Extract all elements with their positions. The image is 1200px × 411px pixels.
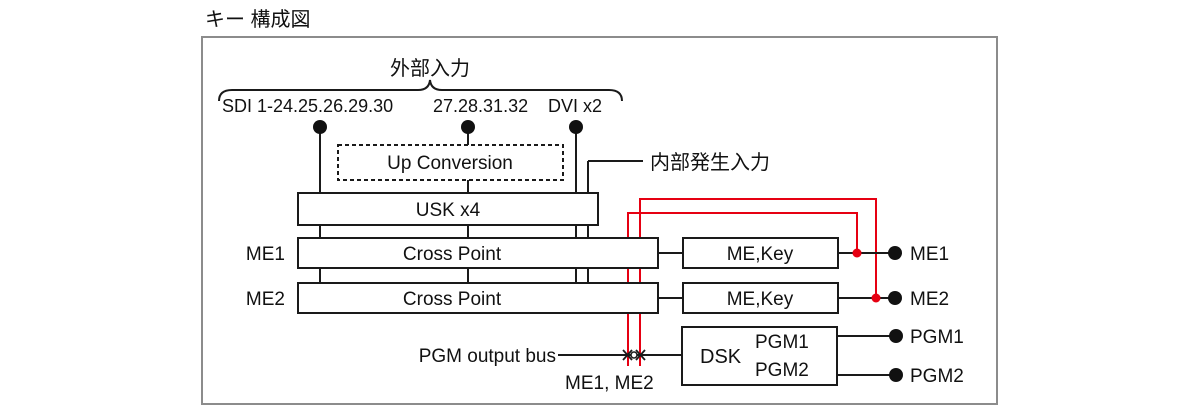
crosspoint-node xyxy=(630,351,638,359)
me1-row-label: ME1 xyxy=(246,244,285,265)
page-title: キー 構成図 xyxy=(205,8,311,31)
up-conversion-box xyxy=(337,144,564,181)
crosspoint-me2-box xyxy=(297,282,659,314)
crosspoint-x-mark xyxy=(622,349,633,361)
usk-box xyxy=(297,192,599,226)
mid-input-terminal xyxy=(461,120,475,134)
external-input-group: 外部入力 SDI 1-24.25.26.29.30 27.28.31.32 DV… xyxy=(218,57,623,134)
sdi-input-terminal xyxy=(313,120,327,134)
sdi-input-label: SDI 1-24.25.26.29.30 xyxy=(222,96,393,116)
pgm-bus-group: PGM output bus ME1, ME2 xyxy=(419,346,682,394)
reentry-sources-label: ME1, ME2 xyxy=(565,373,654,394)
usk-label: USK x4 xyxy=(416,200,481,221)
pgm2-output-terminal xyxy=(889,368,903,382)
pgm-output-bus-label: PGM output bus xyxy=(419,346,556,367)
external-input-label: 外部入力 xyxy=(390,57,470,80)
me2-reentry-tap xyxy=(871,293,881,303)
me1-output-terminal xyxy=(888,246,902,260)
me-key-1-label: ME,Key xyxy=(727,244,794,265)
internal-input-group: 内部発生入力 xyxy=(588,151,770,174)
dsk-pgm1-label: PGM1 xyxy=(755,332,809,353)
crosspoint-x-mark xyxy=(635,349,646,361)
me-key-1-box xyxy=(682,237,839,269)
dsk-pgm2-label: PGM2 xyxy=(755,360,809,381)
me1-reentry-tap xyxy=(852,248,862,258)
internal-input-label: 内部発生入力 xyxy=(650,151,770,174)
up-conversion-label: Up Conversion xyxy=(387,153,513,174)
reentry-crosspoint-marks xyxy=(622,349,646,361)
pgm1-output-terminal xyxy=(889,329,903,343)
crosspoint-me2-label: Cross Point xyxy=(403,289,502,310)
me-key-2-label: ME,Key xyxy=(727,289,794,310)
pgm1-output-label: PGM1 xyxy=(910,327,964,348)
mid-input-label: 27.28.31.32 xyxy=(433,96,528,116)
me1-output-label: ME1 xyxy=(910,244,949,265)
pgm2-output-label: PGM2 xyxy=(910,366,964,387)
dvi-input-label: DVI x2 xyxy=(548,96,602,116)
me2-row-label: ME2 xyxy=(246,289,285,310)
dsk-box xyxy=(681,326,838,386)
dvi-input-terminal xyxy=(569,120,583,134)
crosspoint-me1-box xyxy=(297,237,659,269)
me2-output-label: ME2 xyxy=(910,289,949,310)
me2-output-terminal xyxy=(888,291,902,305)
dsk-label: DSK xyxy=(700,346,742,368)
crosspoint-me1-label: Cross Point xyxy=(403,244,502,265)
brace xyxy=(218,79,623,102)
